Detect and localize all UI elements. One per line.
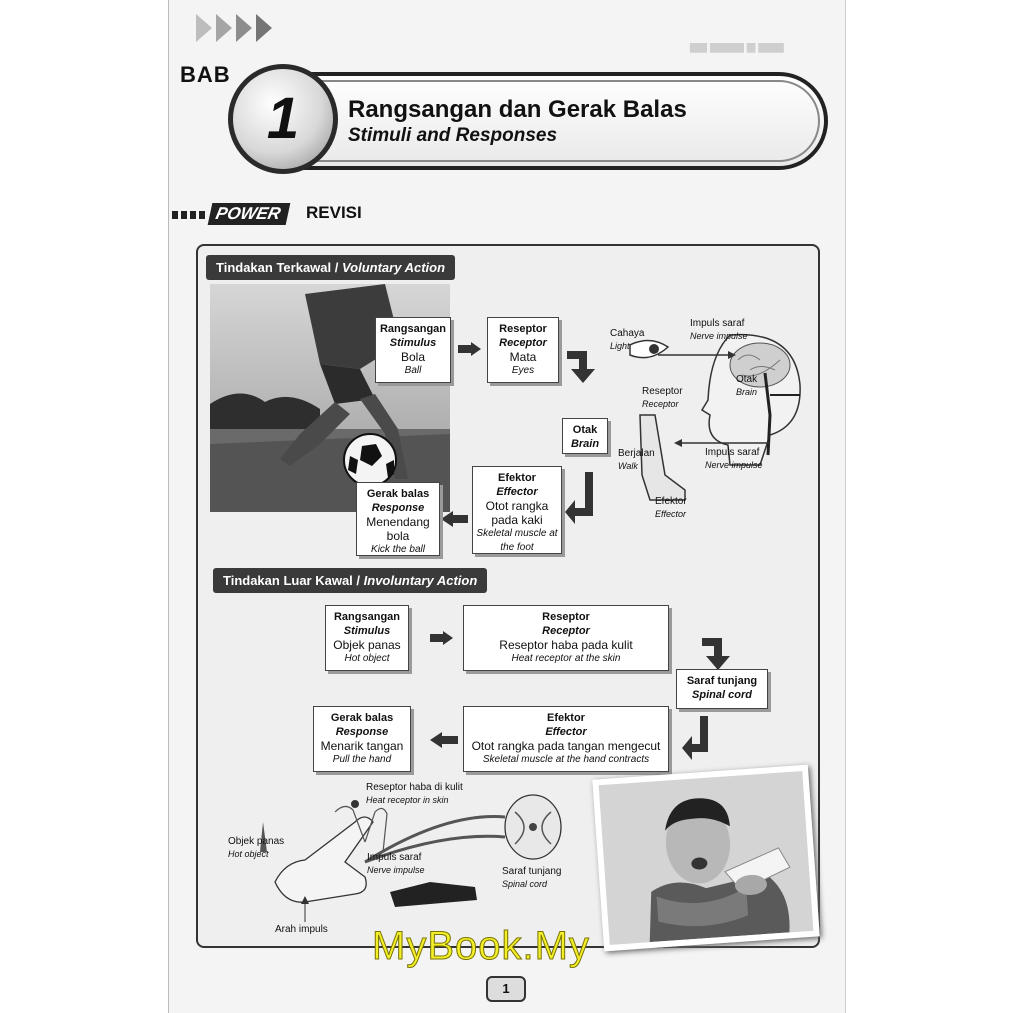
chapter-title-ms: Rangsangan dan Gerak Balas	[348, 96, 687, 123]
revisi-label: REVISI	[306, 203, 362, 222]
arrow-shaft-3	[430, 634, 444, 642]
chapter-number-badge	[228, 64, 338, 174]
voluntary-response-box: Gerak balas Response Menendang bola Kick…	[356, 482, 440, 556]
arrow-left-2-icon	[430, 732, 442, 748]
arrow-left-1-icon	[441, 511, 453, 527]
watermark-text: MyBook.My	[372, 924, 590, 969]
voluntary-stimulus-box: Rangsangan Stimulus Bola Ball	[375, 317, 451, 383]
involuntary-effector-box: Efektor Effector Otot rangka pada tangan…	[463, 706, 669, 772]
arrow-right-2-icon	[443, 631, 453, 645]
arrow-elbow-down-4-icon	[682, 716, 708, 760]
chapter-title-en: Stimuli and Responses	[348, 125, 558, 146]
page-number: 1	[486, 976, 526, 1002]
sneezing-man-photo	[592, 764, 820, 952]
involuntary-receptor-box: Reseptor Receptor Reseptor haba pada kul…	[463, 605, 669, 671]
reflex-arc-diagram	[260, 794, 562, 922]
involuntary-stimulus-box: Rangsangan Stimulus Objek panas Hot obje…	[325, 605, 409, 671]
arrow-shaft-4	[442, 736, 458, 744]
involuntary-heading: Tindakan Luar Kawal / Involuntary Action	[213, 568, 488, 593]
involuntary-response-box: Gerak balas Response Menarik tangan Pull…	[313, 706, 411, 772]
arrow-elbow-down-1-icon	[567, 351, 595, 383]
bab-label: BAB	[180, 62, 231, 87]
label-impulse-direction: Arah impuls	[275, 924, 328, 935]
arrow-shaft-1	[458, 345, 472, 353]
eye-brain-leg-diagram	[629, 333, 801, 501]
involuntary-spinal-box: Saraf tunjang Spinal cord	[676, 669, 768, 709]
arrow-elbow-down-2-icon	[565, 472, 593, 524]
power-stripes-icon	[172, 211, 208, 219]
power-label: POWER	[207, 203, 291, 225]
arrow-shaft-2	[452, 515, 468, 523]
voluntary-receptor-box: Reseptor Receptor Mata Eyes	[487, 317, 559, 383]
voluntary-brain-box: Otak Brain	[562, 418, 608, 454]
voluntary-effector-box: Efektor Effector Otot rangka pada kaki S…	[472, 466, 562, 554]
chapter-number: 1	[266, 86, 300, 151]
arrow-right-1-icon	[471, 342, 481, 356]
arrow-elbow-down-3-icon	[702, 638, 730, 670]
voluntary-heading: Tindakan Terkawal / Voluntary Action	[206, 255, 456, 280]
